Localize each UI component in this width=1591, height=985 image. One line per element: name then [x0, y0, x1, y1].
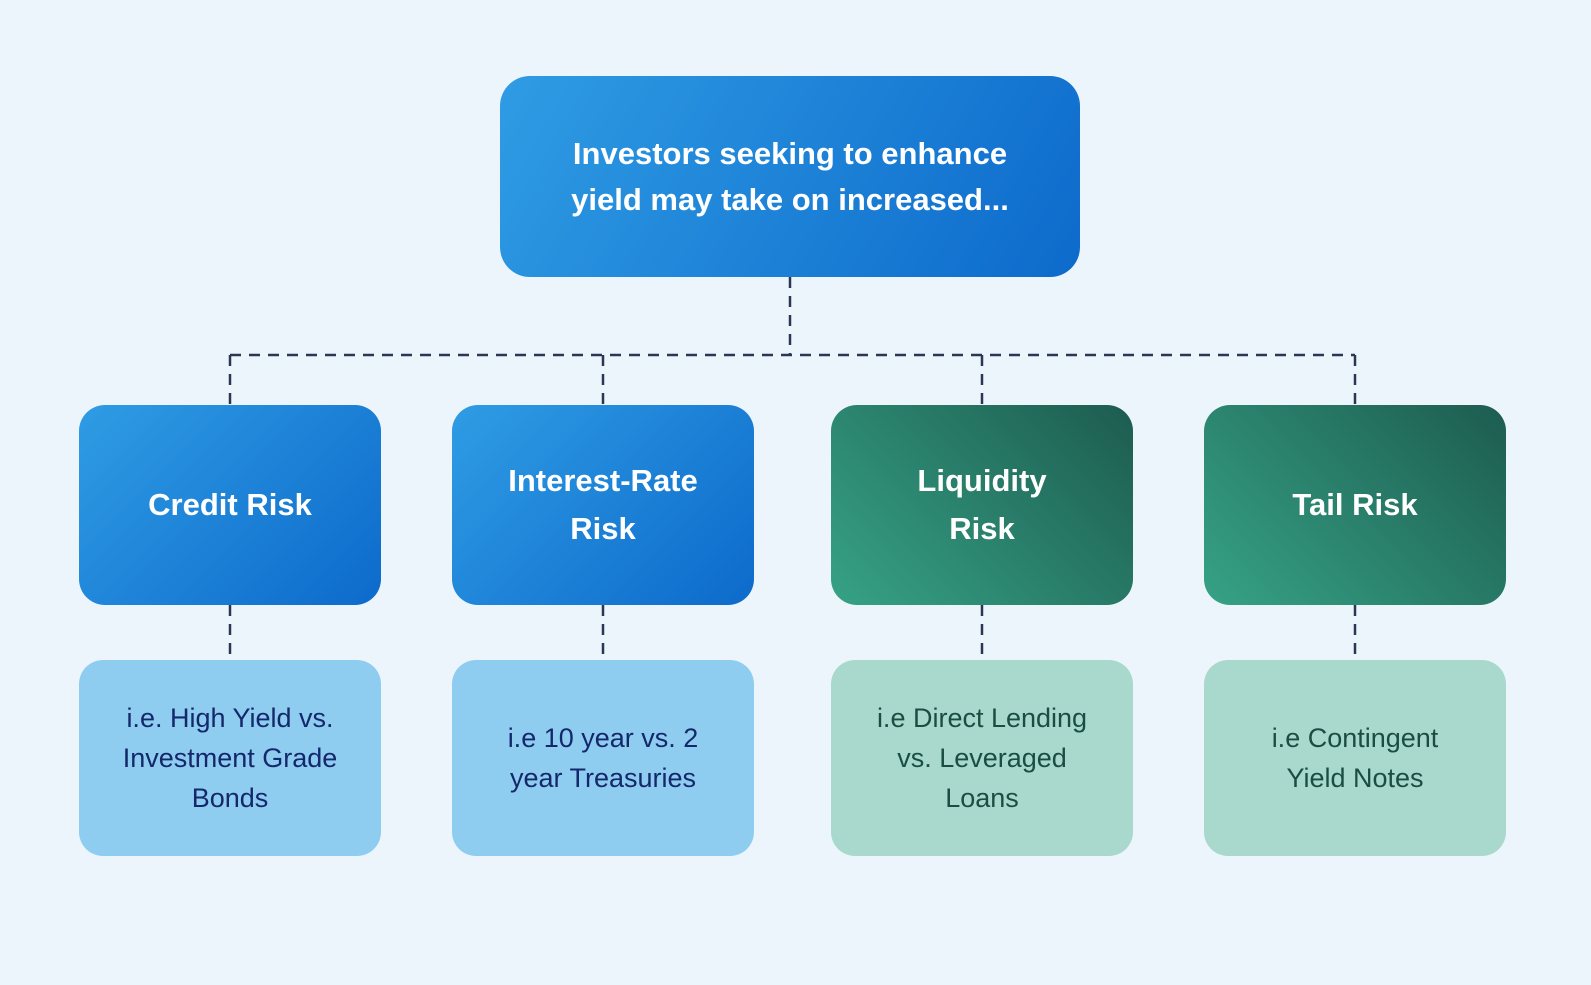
branch-box-liquidity-risk: Liquidity Risk [831, 405, 1133, 605]
root-box-label: Investors seeking to enhance yield may t… [571, 135, 1009, 217]
example-label-liquidity-risk: i.e Direct Lending vs. Leveraged Loans [876, 703, 1088, 813]
example-box-interest-rate-risk: i.e 10 year vs. 2 year Treasuries [452, 660, 754, 856]
example-label-tail-risk: i.e Contingent Yield Notes [1271, 723, 1439, 793]
branch-box-credit-risk: Credit Risk [79, 405, 381, 605]
branch-box-interest-rate-risk: Interest-Rate Risk [452, 405, 754, 605]
root-box: Investors seeking to enhance yield may t… [500, 76, 1080, 277]
example-box-tail-risk: i.e Contingent Yield Notes [1204, 660, 1506, 856]
example-label-credit-risk: i.e. High Yield vs. Investment Grade Bon… [122, 703, 338, 813]
branch-label-interest-rate-risk: Interest-Rate Risk [508, 463, 698, 546]
example-box-liquidity-risk: i.e Direct Lending vs. Leveraged Loans [831, 660, 1133, 856]
branch-label-tail-risk: Tail Risk [1292, 487, 1418, 522]
branch-box-tail-risk: Tail Risk [1204, 405, 1506, 605]
example-box-credit-risk: i.e. High Yield vs. Investment Grade Bon… [79, 660, 381, 856]
branch-label-credit-risk: Credit Risk [148, 487, 312, 522]
example-label-interest-rate-risk: i.e 10 year vs. 2 year Treasuries [507, 723, 699, 793]
branch-label-liquidity-risk: Liquidity Risk [917, 463, 1047, 546]
